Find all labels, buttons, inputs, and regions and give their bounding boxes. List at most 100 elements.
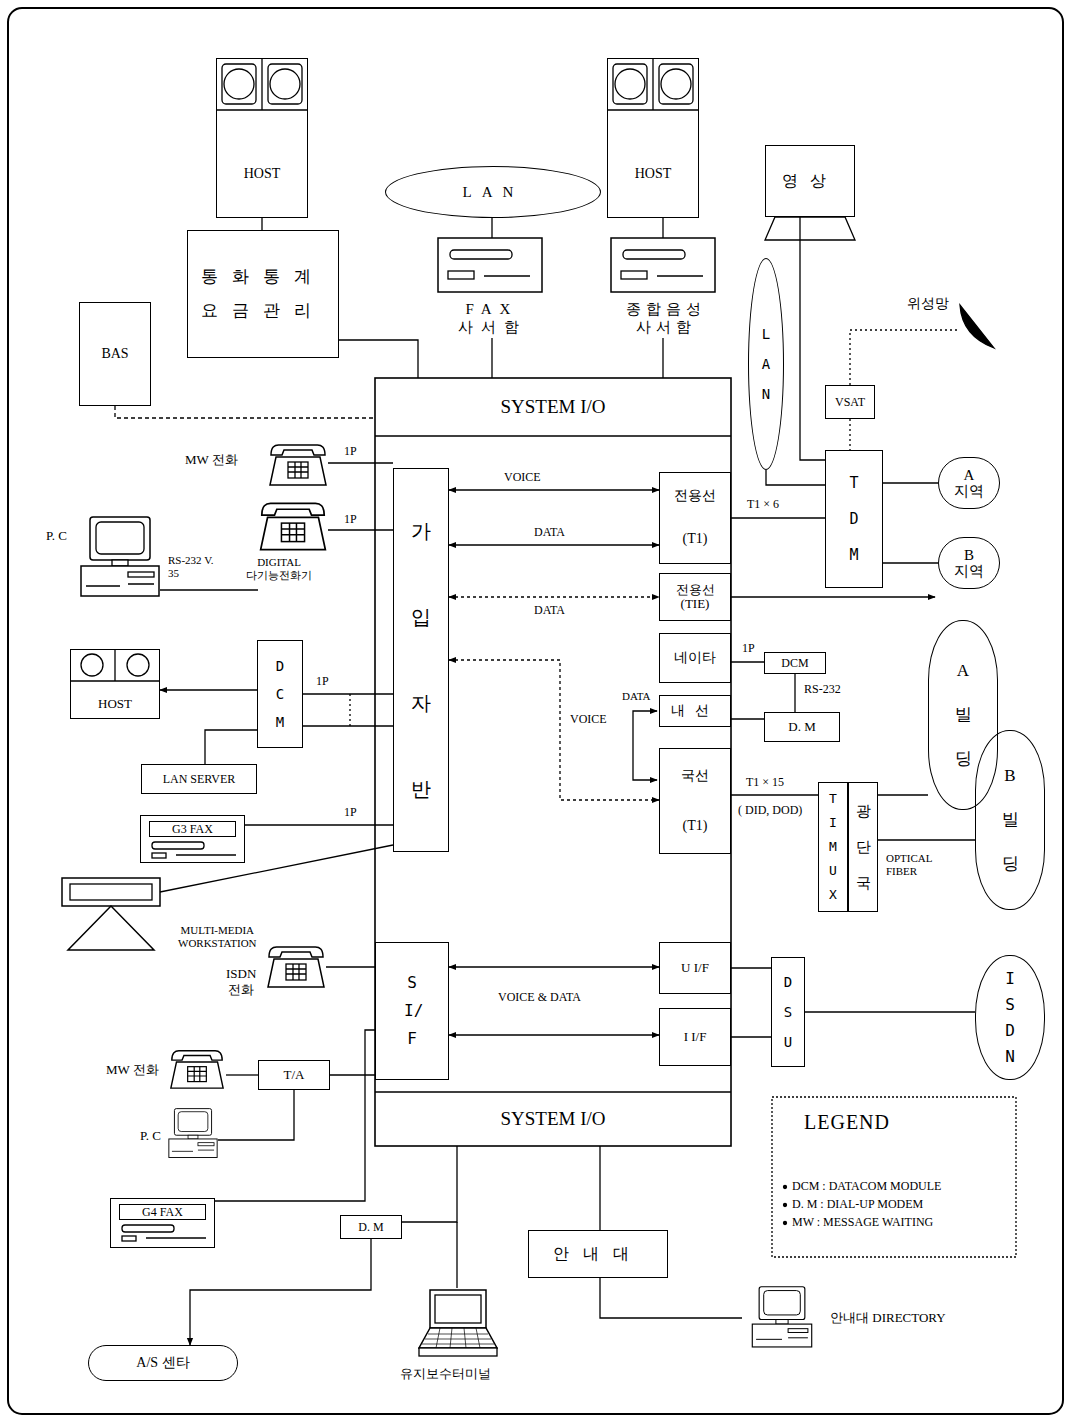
node-box: TIMUX (818, 782, 848, 912)
connector-label: T1 × 15 (744, 775, 786, 789)
node-text: A 지역 (954, 467, 984, 500)
node-text: LAN (463, 183, 524, 201)
workstation-icon (62, 878, 160, 950)
node-box: G3 FAX (140, 815, 245, 863)
connector-label: 1P (342, 805, 359, 819)
node-box: B 지역 (938, 537, 1000, 589)
wires (160, 330, 958, 1318)
node-box: 안내대 (528, 1230, 668, 1278)
connector (449, 1034, 659, 1035)
node-text: SYSTEM I/O (500, 396, 605, 419)
node-box: LAN SERVER (141, 764, 257, 794)
node-text: TIMUX (827, 787, 840, 907)
node-text: 전용선 (674, 488, 716, 505)
node-box: 광단국 (848, 782, 878, 912)
node-box: TDM (825, 450, 883, 588)
connector (449, 966, 659, 967)
annotation-label: P. C (44, 528, 69, 544)
node-box: A 지역 (938, 457, 1000, 509)
node-box: DCM (257, 640, 303, 748)
annotation-label: RS-232 V. 35 (166, 554, 216, 580)
node-box: I I/F (659, 1008, 731, 1066)
node-box: LAN (385, 166, 601, 218)
connector (599, 1146, 600, 1230)
node-box: 전용선 (TIE) (659, 573, 731, 621)
node-text: TDM (847, 465, 862, 573)
node-text: LAN SERVER (163, 772, 236, 786)
node-box: FAX 사서함 (430, 238, 554, 338)
annotation-label: 1P (342, 512, 359, 526)
node-box: LAN (748, 258, 784, 470)
connector (449, 489, 659, 490)
connector (115, 406, 375, 418)
node-text: 네이타 (674, 650, 716, 667)
node-text: (T1) (683, 531, 708, 548)
connector-label: VOICE (502, 470, 543, 484)
node-box: D. M (340, 1215, 402, 1239)
node-box: BAS (79, 302, 151, 406)
node-box: SYSTEM I/O (375, 378, 731, 436)
connector (849, 419, 850, 450)
legend-frame (772, 1097, 1016, 1257)
node-box: B 빌딩 (975, 730, 1045, 910)
node-text: 영상 (782, 171, 838, 190)
node-text: U I/F (681, 960, 709, 976)
annotation-label: 안내대 DIRECTORY (828, 1310, 948, 1326)
connector (731, 718, 764, 719)
node-box: 영상 (765, 145, 855, 217)
node-box: A/S 센타 (88, 1345, 238, 1381)
fax-devices (122, 842, 236, 1241)
annotation-label: P. C (138, 1128, 163, 1144)
connector-label: VOICE (568, 712, 609, 726)
node-text: VSAT (835, 395, 865, 409)
connector (190, 1239, 371, 1345)
connector (261, 218, 262, 230)
node-text: 가입자반 (411, 488, 431, 832)
connector-label: DATA (532, 525, 567, 539)
node-text: HOST (244, 166, 281, 183)
node-text: D. M (788, 719, 815, 735)
monitor-base (765, 217, 855, 240)
connector (215, 1030, 375, 1201)
connector (205, 730, 257, 764)
node-box: ISDN (975, 955, 1045, 1080)
node-text: DSU (781, 967, 795, 1057)
node-text: BAS (101, 346, 128, 363)
host-drives (70, 58, 699, 681)
connector (800, 217, 825, 460)
annotation-label: ISDN 전화 (224, 966, 258, 997)
node-box: 통화통계 요금관리 (187, 230, 339, 358)
node-text: (T1) (683, 818, 708, 835)
node-text: 안내대 (553, 1244, 643, 1263)
legend-entry: MW : MESSAGE WAITING (790, 1215, 935, 1229)
system-cabinet (375, 378, 731, 1146)
annotation-label: MW 전화 (183, 452, 240, 468)
connector-label: 1P (314, 674, 331, 688)
annotation-label: ( DID, DOD) (736, 803, 804, 817)
annotation-label: DIGITAL 다기능전화기 (244, 556, 314, 582)
annotation-label: 위성망 (905, 296, 951, 313)
node-text: FAX 사서함 (458, 300, 527, 336)
node-text: 광단국 (856, 793, 871, 901)
node-box: G4 FAX (110, 1198, 215, 1248)
node-box: A 빌딩 (928, 620, 998, 810)
node-box: 종합음성 사서함 (604, 238, 728, 338)
connector (766, 470, 825, 485)
connector-label: T1 × 6 (745, 497, 781, 511)
connector (491, 218, 492, 238)
mailbox-devices (438, 238, 715, 292)
connector-label: 1P (740, 641, 757, 655)
connector-label: VOICE & DATA (496, 990, 583, 1004)
node-text: DCM (273, 652, 287, 736)
node-text: HOST (98, 696, 132, 712)
node-text: LAN (759, 319, 773, 409)
connector (731, 517, 825, 518)
connector (339, 340, 418, 378)
node-text: D. M (358, 1220, 383, 1234)
legend-entry: DCM : DATACOM MODULE (790, 1179, 943, 1193)
annotation-label: MULTI-MEDIA WORKSTATION (176, 924, 259, 950)
node-text: G3 FAX (149, 821, 236, 837)
annotation-label: 유지보수터미널 (398, 1366, 493, 1382)
connector (794, 674, 795, 712)
